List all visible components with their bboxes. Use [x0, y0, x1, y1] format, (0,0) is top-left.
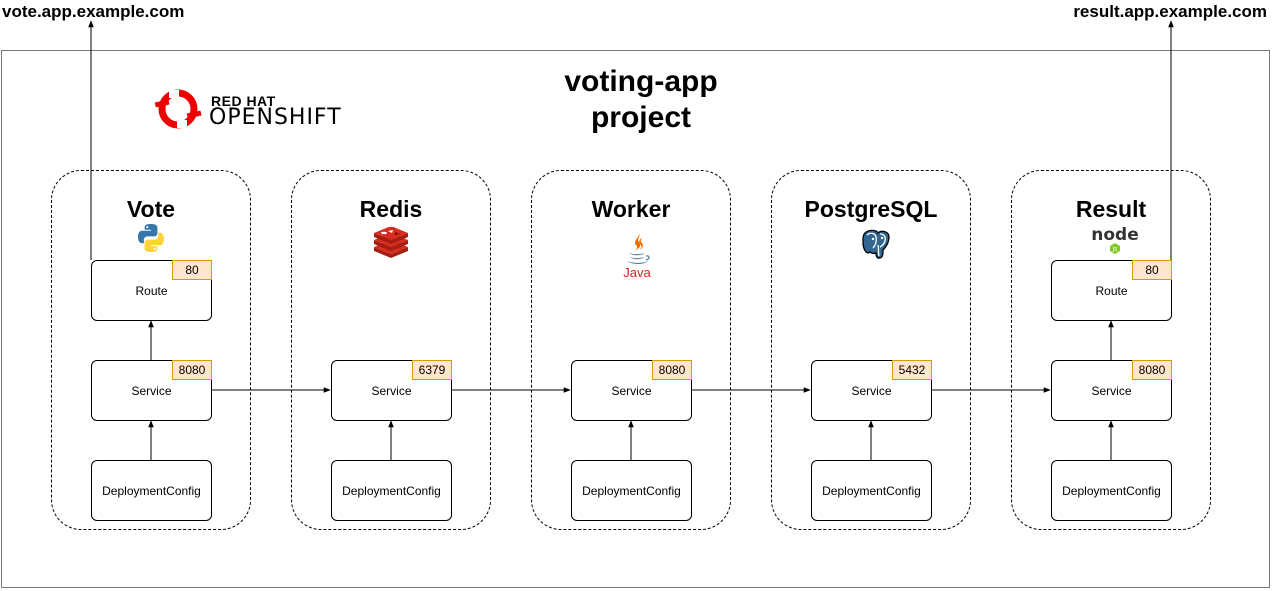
java-icon: Java — [623, 232, 651, 280]
logo-line2: OPENSHIFT — [209, 105, 342, 130]
vote-url-label: vote.app.example.com — [2, 2, 185, 21]
component-title-postgresql: PostgreSQL — [804, 196, 938, 222]
worker-deploymentconfig-box: DeploymentConfig — [571, 460, 692, 521]
svg-text:JS: JS — [1112, 247, 1118, 253]
openshift-logo-icon — [154, 89, 202, 129]
result-service-port: 8080 — [1132, 360, 1172, 380]
component-title-result: Result — [1075, 196, 1147, 222]
vote-route-port: 80 — [172, 260, 212, 280]
nodejs-icon: node JS — [1091, 225, 1139, 254]
project-frame — [1, 50, 1270, 588]
logo-line1: RED HAT — [211, 93, 276, 109]
result-deploymentconfig-box: DeploymentConfig — [1051, 460, 1172, 521]
component-title-redis: Redis — [359, 196, 423, 222]
redis-service-label: Service — [371, 383, 412, 398]
component-result — [1011, 170, 1211, 530]
python-icon — [138, 224, 164, 252]
postgresql-service-label: Service — [851, 383, 892, 398]
nodejs-icon-text: node — [1091, 225, 1138, 245]
redis-deploymentconfig-box: DeploymentConfig — [331, 460, 452, 521]
java-icon-text: Java — [623, 265, 651, 280]
postgresql-dc-label: DeploymentConfig — [822, 483, 921, 498]
project-title: voting-app project — [564, 65, 718, 134]
component-worker — [531, 170, 731, 530]
openshift-logo: RED HAT OPENSHIFT — [153, 86, 341, 139]
postgresql-icon — [862, 229, 890, 259]
postgresql-deploymentconfig-box: DeploymentConfig — [811, 460, 932, 521]
redis-icon — [374, 227, 408, 258]
component-title-vote: Vote — [126, 196, 176, 222]
result-route-port: 80 — [1132, 260, 1172, 280]
vote-service-label: Service — [131, 383, 172, 398]
vote-route-label: Route — [135, 283, 168, 298]
redis-dc-label: DeploymentConfig — [342, 483, 441, 498]
component-postgresql — [771, 170, 971, 530]
worker-dc-label: DeploymentConfig — [582, 483, 681, 498]
vote-deploymentconfig-box: DeploymentConfig — [91, 460, 212, 521]
vote-dc-label: DeploymentConfig — [102, 483, 201, 498]
worker-service-port: 8080 — [652, 360, 692, 380]
result-dc-label: DeploymentConfig — [1062, 483, 1161, 498]
result-service-label: Service — [1091, 383, 1132, 398]
component-vote — [51, 170, 251, 530]
postgresql-service-port: 5432 — [892, 360, 932, 380]
result-route-label: Route — [1095, 283, 1128, 298]
component-title-worker: Worker — [591, 196, 671, 222]
component-redis — [291, 170, 491, 530]
vote-service-port: 8080 — [172, 360, 212, 380]
redis-service-port: 6379 — [412, 360, 452, 380]
result-url-label: result.app.example.com — [1073, 2, 1267, 21]
result-service-box: Service — [1051, 360, 1172, 421]
worker-service-label: Service — [611, 383, 652, 398]
